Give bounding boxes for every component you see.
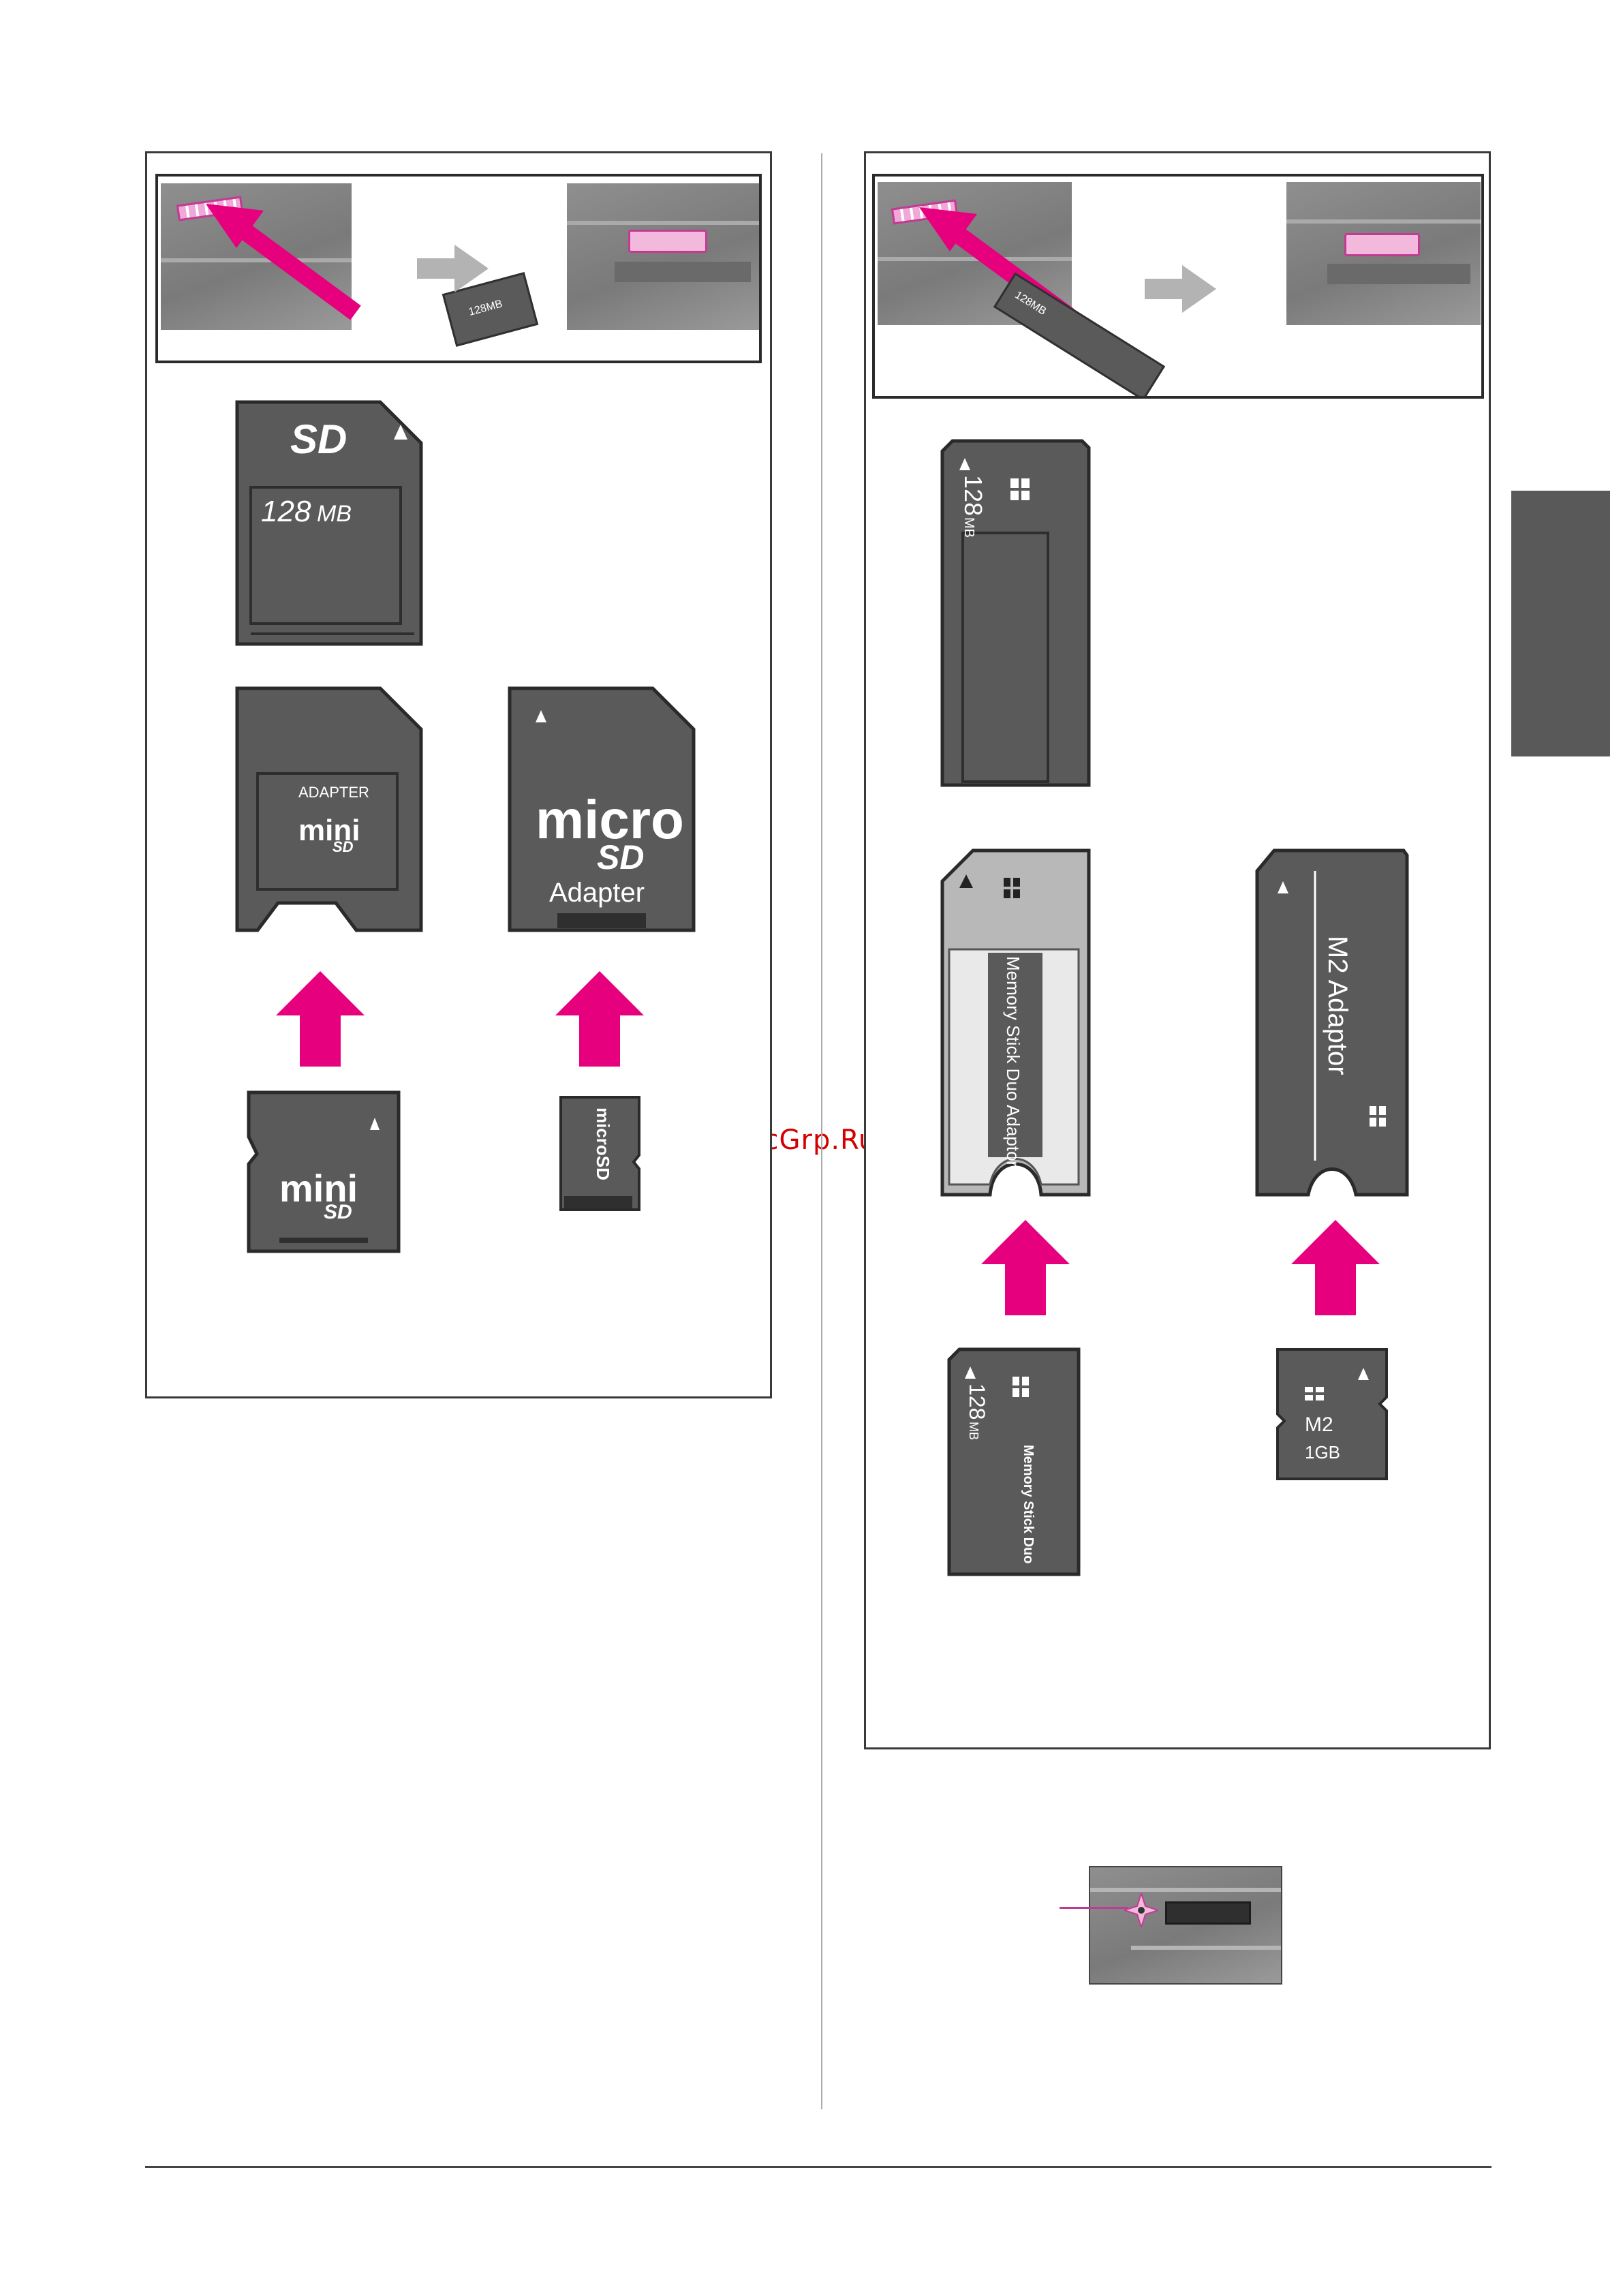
sd-insertion-photo-strip: 128MB [155, 174, 762, 363]
callout-line [1060, 1907, 1128, 1909]
minisd-card: mini SD [242, 1089, 405, 1256]
microsd-logo: microSD [593, 1107, 613, 1180]
pink-up-arrow-icon [552, 968, 647, 1070]
m2-card-name: M2 [1305, 1413, 1333, 1436]
access-light-icon [1124, 1893, 1158, 1927]
grey-arrow-icon [1145, 262, 1220, 316]
grey-arrow-icon [417, 241, 492, 296]
minisd-adapter: ADAPTER mini SD [230, 685, 428, 937]
ms-duo-capacity: 128 [965, 1383, 989, 1420]
ms-duo-name: Memory Stick Duo [1021, 1445, 1036, 1563]
m2-card: M2 1GB [1274, 1346, 1390, 1482]
memory-stick-unit: MB [961, 517, 976, 538]
memory-stick-insert-label: 128MB [1013, 289, 1049, 318]
column-divider [821, 153, 822, 2109]
minisd-adapter-label: ADAPTER [298, 784, 369, 801]
sd-logo: SD [290, 416, 347, 462]
ms-duo-adaptor-label: Memory Stick Duo Adaptor [1003, 956, 1023, 1167]
section-tab [1511, 491, 1610, 756]
ms-duo-adaptor: Memory Stick Duo Adaptor [939, 847, 1092, 1198]
microsd-card: microSD [557, 1094, 646, 1213]
ms-insertion-photo-strip: 128MB [872, 174, 1484, 399]
pink-up-arrow-icon [1288, 1216, 1383, 1319]
pink-up-arrow-icon [273, 968, 368, 1070]
ms-duo-card: 128 MB Memory Stick Duo [946, 1346, 1082, 1578]
m2-adaptor-label: M2 Adaptor [1323, 936, 1352, 1075]
pink-up-arrow-icon [978, 1216, 1073, 1319]
insert-arrow-icon [199, 190, 362, 326]
inserted-card-pink [628, 230, 707, 253]
m2-adaptor: M2 Adaptor [1254, 847, 1410, 1198]
sd-capacity-number: 128 [261, 495, 311, 528]
sd-card-insert-label: 128MB [467, 298, 504, 319]
inserted-card-pink [1344, 233, 1420, 256]
memory-stick-insert: 128MB [993, 273, 1165, 399]
memory-stick-capacity: 128 [959, 475, 987, 516]
microsd-adapter-logo-bottom: SD [597, 838, 644, 876]
ms-duo-unit: MB [967, 1422, 980, 1440]
sd-capacity-unit: MB [317, 501, 352, 527]
card-slot [1165, 1901, 1251, 1925]
access-light-photo [1089, 1866, 1282, 1985]
minisd-logo-bottom: SD [324, 1201, 352, 1223]
sd-card: SD 128 MB [230, 399, 428, 651]
m2-card-capacity: 1GB [1305, 1442, 1340, 1463]
printer-slot-photo-after [1286, 182, 1481, 325]
minisd-adapter-logo-bottom: SD [333, 838, 354, 855]
memory-stick: 128 MB [939, 438, 1092, 789]
printer-slot-photo-after [567, 183, 761, 330]
microsd-adapter: micro SD Adapter [503, 685, 700, 937]
microsd-adapter-label: Adapter [549, 878, 645, 908]
footer-rule [145, 2166, 1491, 2168]
